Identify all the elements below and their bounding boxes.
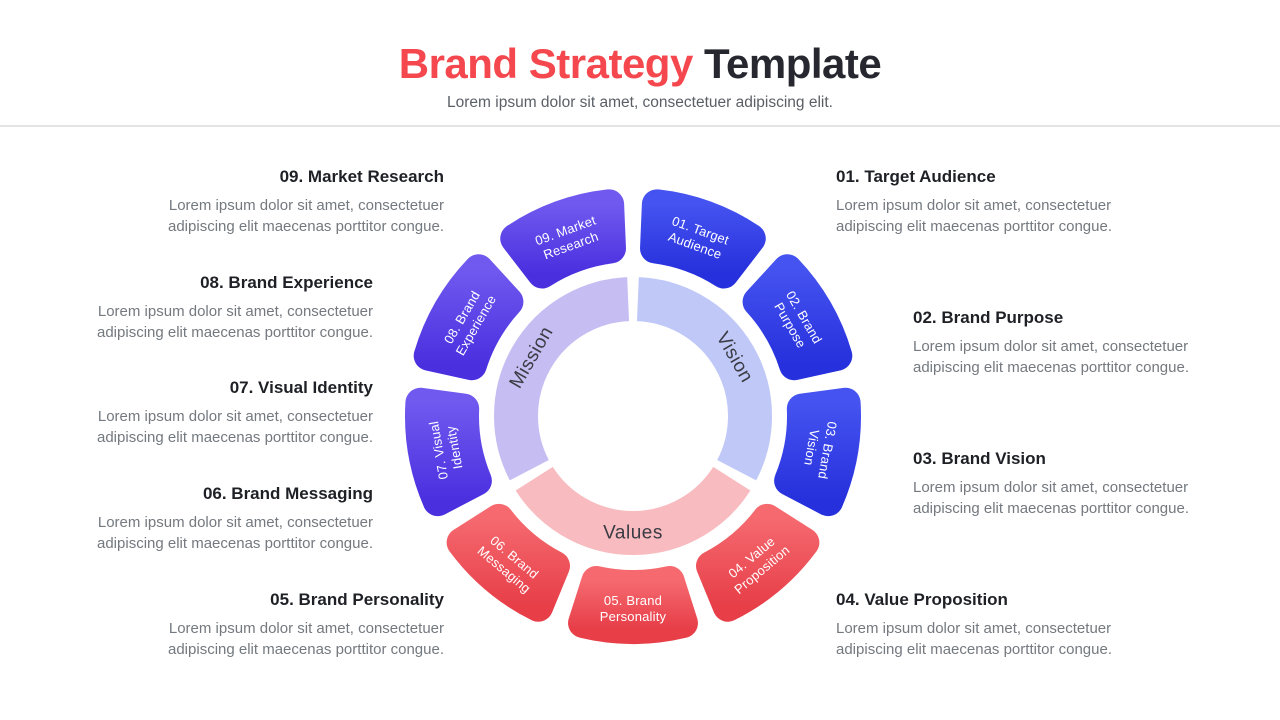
item-body-line: Lorem ipsum dolor sit amet, consectetuer [836, 620, 1112, 637]
item-body-line: adipiscing elit maecenas porttitor congu… [97, 429, 373, 446]
page-title: Brand Strategy Template [0, 40, 1280, 88]
item-market-research: 09. Market Research Lorem ipsum dolor si… [168, 166, 444, 237]
segment-02-brand-purpose [742, 254, 853, 381]
item-body-line: Lorem ipsum dolor sit amet, consectetuer [168, 620, 444, 637]
item-body-line: Lorem ipsum dolor sit amet, consectetuer [168, 197, 444, 214]
ring-arc-values [515, 466, 751, 555]
item-body-line: Lorem ipsum dolor sit amet, consectetuer [97, 514, 373, 531]
slide-header: Brand Strategy Template Lorem ipsum dolo… [0, 0, 1280, 127]
title-accent: Brand Strategy [398, 40, 704, 87]
segment-06-brand-messaging [446, 503, 570, 622]
item-body-line: adipiscing elit maecenas porttitor congu… [168, 218, 444, 235]
ring-arc-mission [494, 277, 630, 481]
ring-label-values: Values [603, 523, 663, 544]
item-body-line: Lorem ipsum dolor sit amet, consectetuer [836, 197, 1112, 214]
segment-04-value-proposition [696, 503, 820, 622]
segment-01-target-audience [640, 189, 766, 289]
item-heading: 03. Brand Vision [913, 449, 1046, 468]
title-rest: Template [703, 40, 882, 87]
item-brand-vision: 03. Brand Vision Lorem ipsum dolor sit a… [913, 448, 1189, 519]
segment-05-brand-personality [568, 565, 698, 644]
slide-subtitle: Lorem ipsum dolor sit amet, consectetuer… [447, 94, 833, 111]
ring-arc-vision [636, 277, 772, 481]
segment-09-market-research [500, 189, 626, 289]
item-body-line: adipiscing elit maecenas porttitor congu… [913, 500, 1189, 517]
item-brand-experience: 08. Brand Experience Lorem ipsum dolor s… [97, 272, 373, 343]
item-visual-identity: 07. Visual Identity Lorem ipsum dolor si… [97, 377, 373, 448]
item-body-line: adipiscing elit maecenas porttitor congu… [836, 218, 1112, 235]
item-brand-messaging: 06. Brand Messaging Lorem ipsum dolor si… [97, 483, 373, 554]
item-value-proposition: 04. Value Proposition Lorem ipsum dolor … [836, 589, 1112, 660]
item-target-audience: 01. Target Audience Lorem ipsum dolor si… [836, 166, 1112, 237]
segment-label-01-target-audience: 01. TargetAudience [665, 213, 732, 263]
item-heading: 06. Brand Messaging [202, 484, 373, 503]
item-heading: 02. Brand Purpose [913, 308, 1064, 327]
item-body-line: Lorem ipsum dolor sit amet, consectetuer [97, 408, 373, 425]
item-heading: 05. Brand Personality [270, 590, 444, 609]
item-body-line: adipiscing elit maecenas porttitor congu… [97, 535, 373, 552]
item-heading: 07. Visual Identity [229, 378, 373, 397]
item-body-line: adipiscing elit maecenas porttitor congu… [97, 324, 373, 341]
item-body-line: Lorem ipsum dolor sit amet, consectetuer [913, 479, 1189, 496]
item-brand-personality: 05. Brand Personality Lorem ipsum dolor … [168, 589, 444, 660]
item-body-line: adipiscing elit maecenas porttitor congu… [168, 641, 444, 658]
item-brand-purpose: 02. Brand Purpose Lorem ipsum dolor sit … [913, 307, 1189, 378]
segment-07-visual-identity [405, 387, 492, 517]
item-body-line: Lorem ipsum dolor sit amet, consectetuer [913, 338, 1189, 355]
item-heading: 04. Value Proposition [836, 590, 1008, 609]
item-heading: 09. Market Research [279, 167, 444, 186]
item-body-line: adipiscing elit maecenas porttitor congu… [836, 641, 1112, 658]
item-body-line: Lorem ipsum dolor sit amet, consectetuer [97, 303, 373, 320]
item-heading: 08. Brand Experience [200, 273, 373, 292]
item-body-line: adipiscing elit maecenas porttitor congu… [913, 359, 1189, 376]
segment-08-brand-experience [413, 254, 524, 381]
item-heading: 01. Target Audience [836, 167, 996, 186]
segment-03-brand-vision [774, 387, 861, 517]
